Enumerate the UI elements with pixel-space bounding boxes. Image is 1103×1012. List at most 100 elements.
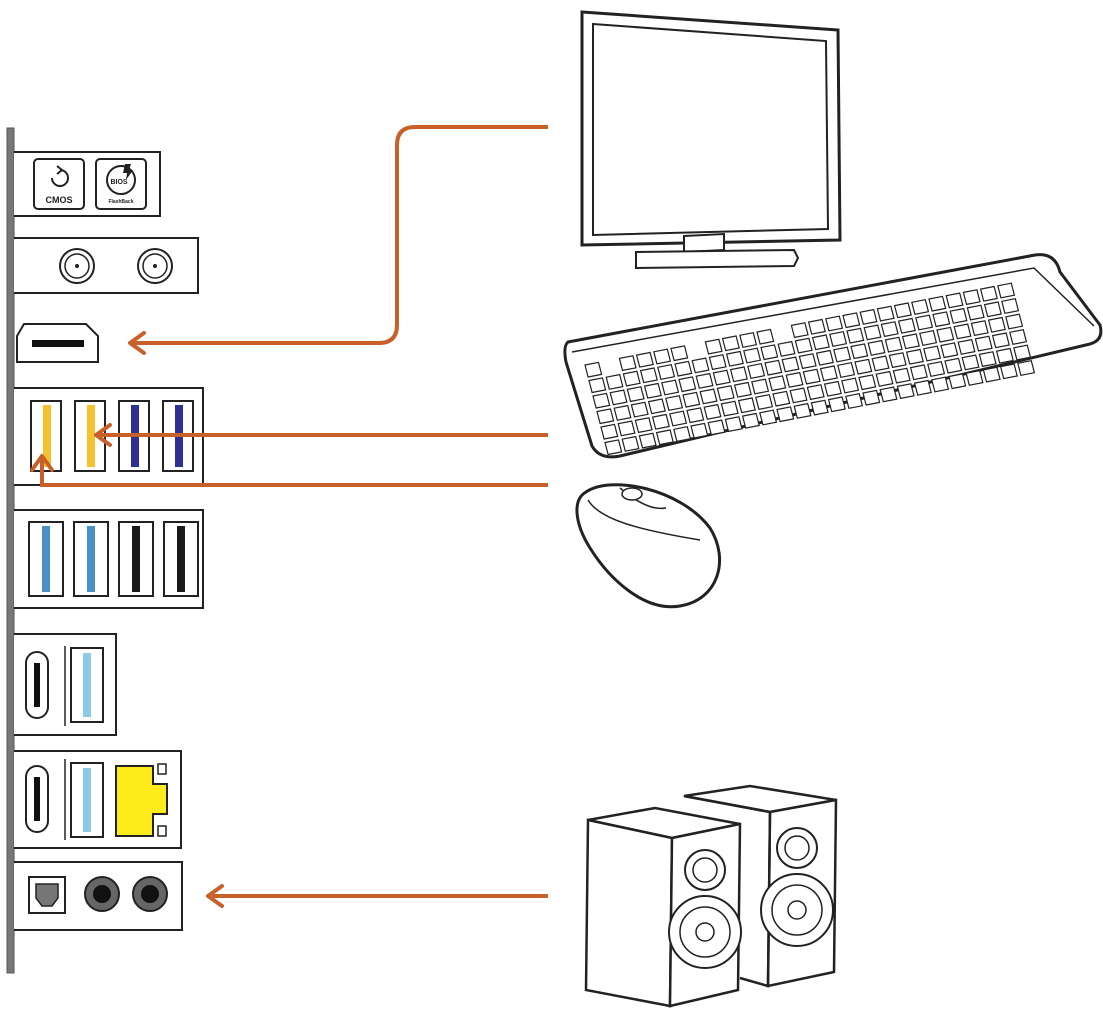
bios-flashback-button[interactable]: BIOS FlashBack <box>95 158 147 210</box>
keyboard-key <box>966 304 985 321</box>
keyboard-key <box>725 350 744 367</box>
keyboard-key <box>699 388 718 405</box>
monitor-icon <box>580 10 842 270</box>
usb-port-black-2[interactable] <box>163 521 199 597</box>
io-shield-edge <box>6 127 15 974</box>
keyboard-key <box>983 301 1002 318</box>
keyboard-key <box>673 426 692 442</box>
keyboard-key <box>747 363 766 379</box>
keyboard-key <box>772 390 791 407</box>
keyboard-key <box>825 315 844 332</box>
keyboard-key <box>760 344 779 361</box>
keyboard-key <box>764 359 783 376</box>
keyboard-key <box>682 391 701 408</box>
keyboard-key <box>948 373 967 390</box>
usb-port-lightblue-1[interactable] <box>28 521 64 597</box>
keyboard-key <box>622 370 641 387</box>
usb-port-light-2[interactable] <box>70 762 104 838</box>
keyboard-key <box>909 364 928 381</box>
keyboard-key <box>850 343 869 360</box>
keyboard-key <box>724 416 743 433</box>
audio-jack-1[interactable] <box>84 876 120 912</box>
keyboard-icon <box>563 253 1103 459</box>
keyboard-key <box>635 351 654 368</box>
keyboard-key <box>837 362 856 378</box>
keyboard-key <box>823 380 842 397</box>
hdmi-port[interactable] <box>16 323 99 363</box>
keyboard-key <box>759 409 778 426</box>
keyboard-key <box>961 354 980 371</box>
keyboard-key <box>1009 329 1028 345</box>
keyboard-key <box>863 324 882 341</box>
keyboard-key <box>785 371 804 388</box>
keyboard-key <box>1001 298 1020 314</box>
keyboard-key <box>978 351 997 368</box>
keyboard-key <box>665 395 684 411</box>
keyboard-key <box>781 356 800 373</box>
keyboard-key <box>643 382 662 399</box>
speakers-icon <box>584 784 838 1008</box>
usb-c-port-2[interactable] <box>25 765 49 833</box>
keyboard-key <box>936 326 955 343</box>
keyboard-key <box>833 346 852 363</box>
keyboard-key <box>974 335 993 352</box>
keyboard-key <box>704 338 723 355</box>
lan-port[interactable] <box>115 763 168 837</box>
usb-port-light-1[interactable] <box>70 647 104 723</box>
keyboard-key <box>970 320 989 337</box>
keyboard-key <box>827 396 846 413</box>
keyboard-key <box>712 369 731 386</box>
keyboard-key <box>940 342 959 359</box>
keyboard-key <box>626 386 645 403</box>
keyboard-key <box>678 376 697 393</box>
antenna-connector-2[interactable] <box>137 248 173 284</box>
keyboard-key <box>798 353 817 370</box>
keyboard-key <box>630 401 649 418</box>
keyboard-key <box>810 399 829 416</box>
keyboard-key <box>613 404 632 421</box>
keyboard-key <box>755 394 774 410</box>
keyboard-key <box>913 379 932 396</box>
keyboard-key <box>621 435 640 452</box>
keyboard-key <box>893 302 912 319</box>
keyboard-key <box>802 368 821 385</box>
keyboard-key <box>604 439 623 456</box>
keyboard-key <box>945 292 964 309</box>
keyboard-key <box>911 299 930 315</box>
keyboard-key <box>957 338 976 355</box>
keyboard-key <box>592 392 611 409</box>
keyboard-key <box>669 410 688 427</box>
usb-c-port-1[interactable] <box>25 651 49 719</box>
keyboard-key <box>729 366 748 383</box>
bios-label: BIOS <box>110 179 127 186</box>
antenna-connector-1[interactable] <box>59 248 95 284</box>
keyboard-key <box>695 372 714 389</box>
audio-jack-2[interactable] <box>132 876 168 912</box>
keyboard-key <box>858 374 877 391</box>
usb-port-black-1[interactable] <box>118 521 154 597</box>
keyboard-key <box>854 358 873 375</box>
keyboard-key <box>962 289 981 306</box>
optical-spdif-port[interactable] <box>28 876 66 914</box>
keyboard-key <box>841 377 860 394</box>
clear-cmos-button[interactable]: CMOS <box>33 158 85 210</box>
keyboard-key <box>995 347 1014 364</box>
keyboard-key <box>928 295 947 312</box>
keyboard-key <box>896 383 915 400</box>
keyboard-key <box>733 381 752 398</box>
keyboard-key <box>953 323 972 340</box>
keyboard-key <box>1013 344 1032 361</box>
keyboard-key <box>686 407 705 424</box>
keyboard-key <box>979 285 998 302</box>
keyboard-key <box>609 389 628 406</box>
keyboard-keys <box>584 282 1036 456</box>
usb-port-lightblue-2[interactable] <box>73 521 109 597</box>
keyboard-key <box>789 387 808 404</box>
keyboard-key <box>991 332 1010 349</box>
keyboard-key <box>867 339 886 356</box>
keyboard-key <box>965 369 984 386</box>
mouse-icon <box>575 483 721 609</box>
wifi-antenna-block <box>14 237 199 294</box>
keyboard-key <box>768 375 787 392</box>
keyboard-key <box>794 337 813 354</box>
